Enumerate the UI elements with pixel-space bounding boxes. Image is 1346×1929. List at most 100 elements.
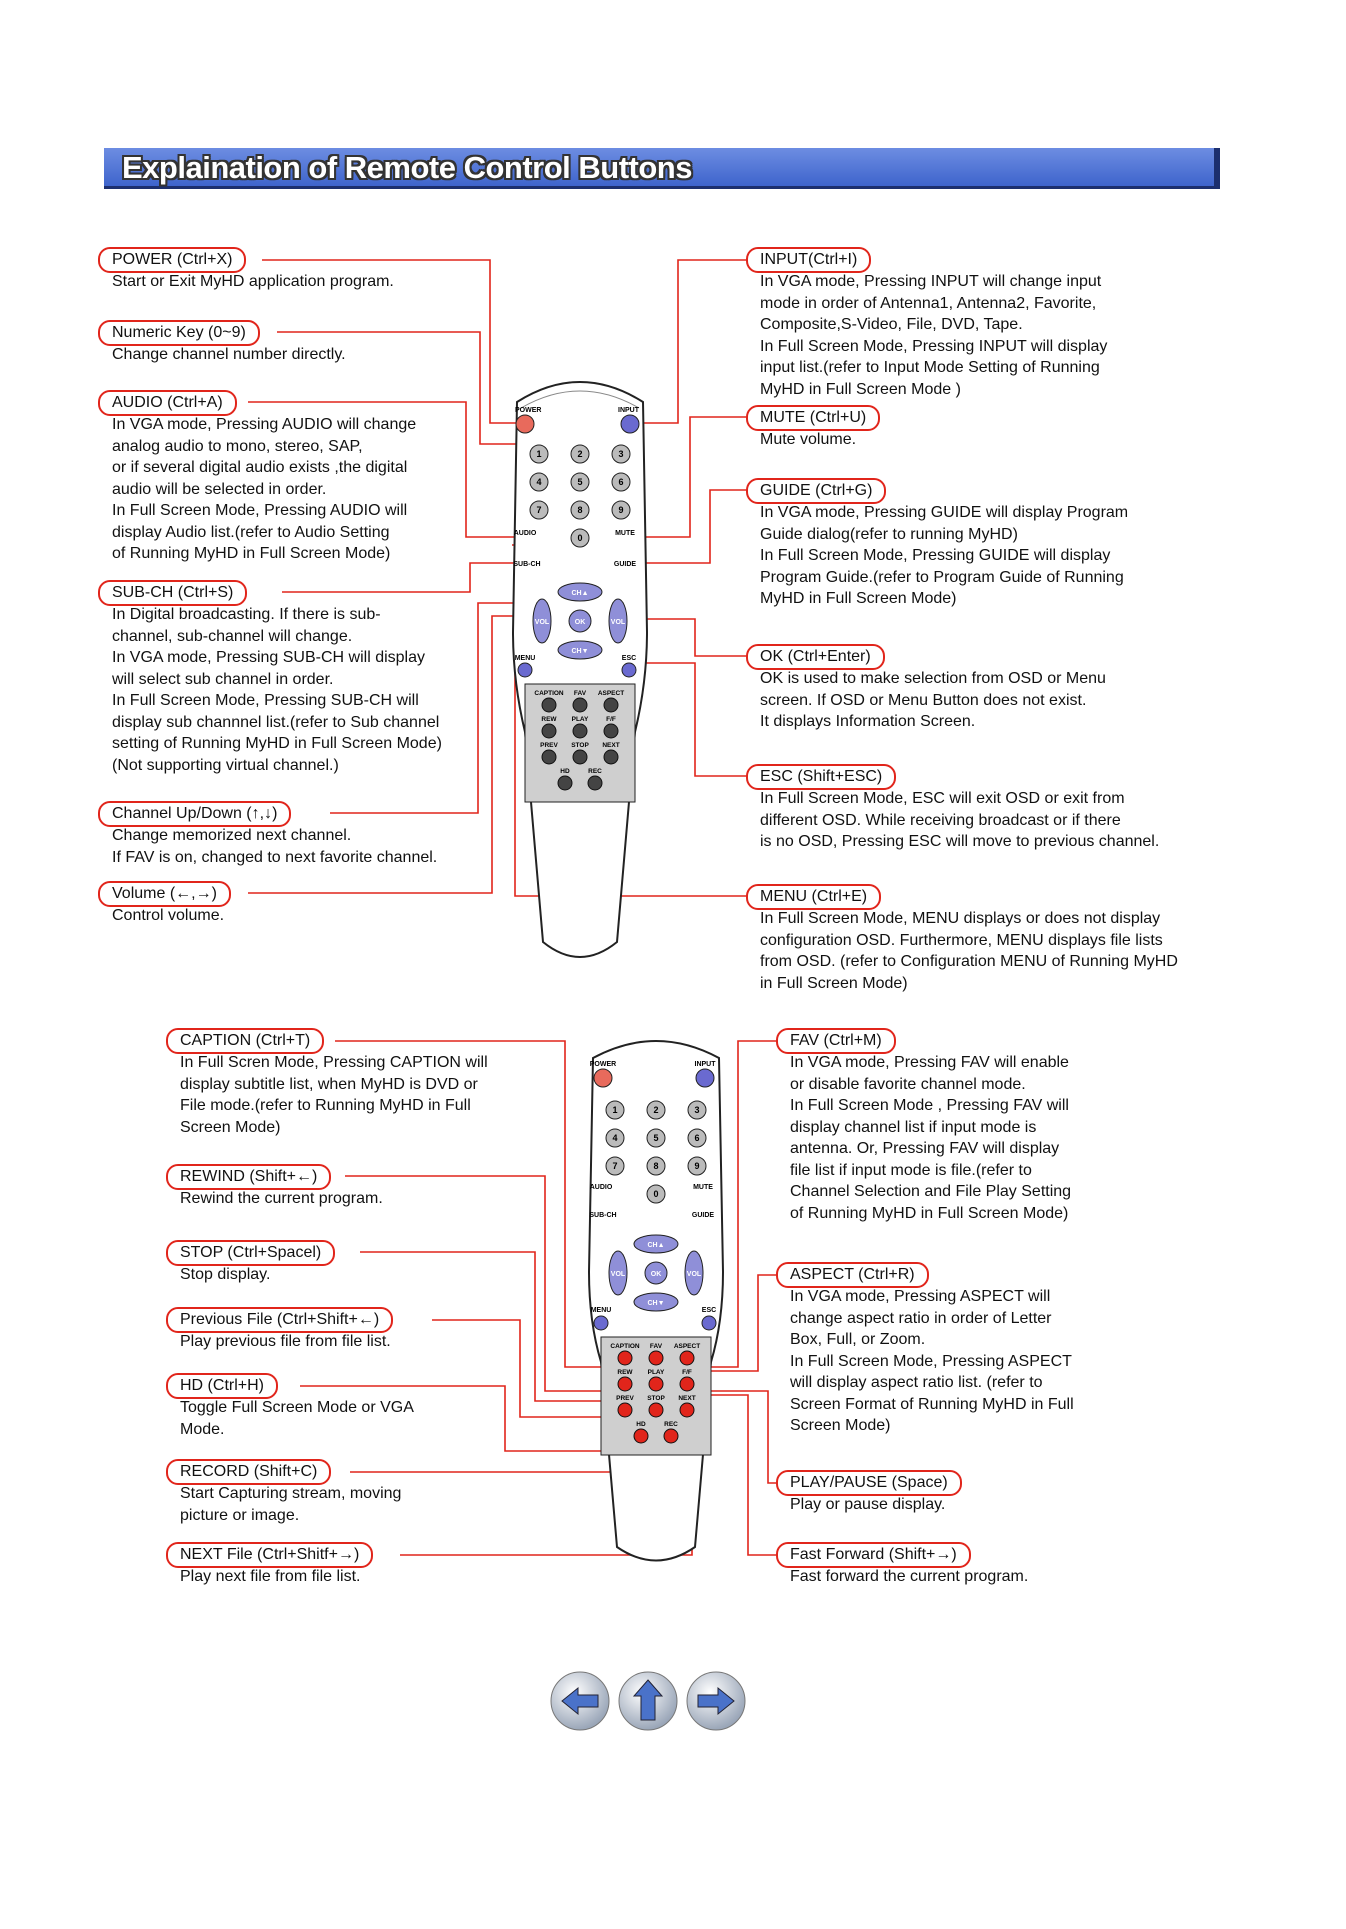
digit-7-button[interactable]: [529, 500, 549, 520]
mute-title: MUTE (Ctrl+U): [746, 405, 881, 431]
digit-1-button-2[interactable]: [605, 1100, 625, 1120]
digit-6-button[interactable]: [611, 472, 631, 492]
digit-0-button[interactable]: [570, 528, 590, 548]
digit-4-button[interactable]: [529, 472, 549, 492]
ch-down-button[interactable]: [557, 640, 603, 660]
previous-file-title: Previous File (Ctrl+Shift+←): [166, 1307, 394, 1333]
subch-title: SUB-CH (Ctrl+S): [98, 580, 248, 606]
digit-2-button[interactable]: [570, 444, 590, 464]
input-label-2: INPUT: [695, 1061, 717, 1068]
forward-arrow-icon[interactable]: [686, 1671, 746, 1731]
play-button-2[interactable]: [648, 1376, 664, 1392]
navigation-buttons: [550, 1671, 746, 1731]
ff-button-2[interactable]: [679, 1376, 695, 1392]
vol-right-button-2[interactable]: [684, 1250, 704, 1296]
digit-8-button-2[interactable]: [646, 1156, 666, 1176]
digit-6-button-2[interactable]: [687, 1128, 707, 1148]
record-title: RECORD (Shift+C): [166, 1459, 332, 1485]
play-button[interactable]: [572, 723, 588, 739]
input-button-2[interactable]: [695, 1068, 715, 1088]
vol-right-button[interactable]: [608, 598, 628, 644]
digit-1-button[interactable]: [529, 444, 549, 464]
menu-label: MENU: [515, 655, 536, 662]
rec-button[interactable]: [587, 775, 603, 791]
numeric-key-title: Numeric Key (0~9): [98, 320, 260, 346]
power-title: POWER (Ctrl+X): [98, 247, 247, 273]
ok-button-2[interactable]: [644, 1261, 668, 1285]
rec-label-2: REC: [664, 1421, 678, 1428]
caption-label: CAPTION: [534, 690, 564, 697]
audio-label: AUDIO: [514, 530, 537, 537]
digit-5-button-2[interactable]: [646, 1128, 666, 1148]
stop-desc: Stop display.: [180, 1266, 271, 1283]
prev-button-2[interactable]: [617, 1402, 633, 1418]
remote-control-2: POWER INPUT 1 2 3 4 5 6 7 8 9 0 AUDIO MU…: [587, 1040, 725, 1562]
hd-label-2: HD: [636, 1421, 646, 1428]
hd-desc: Toggle Full Screen Mode or VGA Mode.: [180, 1399, 414, 1438]
fav-button[interactable]: [572, 697, 588, 713]
subch-label-2: SUB-CH: [589, 1212, 616, 1219]
ch-up-label: CH▲: [571, 590, 588, 597]
power-label: POWER: [515, 407, 541, 414]
digit-4-button-2[interactable]: [605, 1128, 625, 1148]
title-banner: [104, 148, 1220, 189]
rew-button[interactable]: [541, 723, 557, 739]
digit-8-button[interactable]: [570, 500, 590, 520]
volume-desc: Control volume.: [112, 907, 225, 924]
vol-right-label: VOL: [611, 619, 626, 626]
digit-7-text: 7: [536, 505, 541, 515]
input-button[interactable]: [620, 414, 640, 434]
ch-up-label-2: CH▲: [647, 1242, 664, 1249]
digit-7-button-2[interactable]: [605, 1156, 625, 1176]
mute-desc: Mute volume.: [760, 431, 857, 448]
fav-button-2[interactable]: [648, 1350, 664, 1366]
ok-desc: OK is used to make selection from OSD or…: [760, 670, 1106, 730]
vol-left-button-2[interactable]: [608, 1250, 628, 1296]
digit-0-text: 0: [577, 533, 582, 543]
stop-button-2[interactable]: [648, 1402, 664, 1418]
hd-title: HD (Ctrl+H): [166, 1373, 278, 1399]
rew-button-2[interactable]: [617, 1376, 633, 1392]
menu-button[interactable]: [517, 662, 533, 678]
next-file-desc: Play next file from file list.: [180, 1568, 361, 1585]
fav-label: FAV: [574, 690, 587, 697]
digit-3-button[interactable]: [611, 444, 631, 464]
esc-button[interactable]: [621, 662, 637, 678]
vol-left-button[interactable]: [532, 598, 552, 644]
up-arrow-icon[interactable]: [618, 1671, 678, 1731]
esc-button-2[interactable]: [701, 1315, 717, 1331]
ch-up-button[interactable]: [557, 582, 603, 602]
prev-label: PREV: [540, 742, 558, 749]
stop-button[interactable]: [572, 749, 588, 765]
vol-left-label-2: VOL: [611, 1271, 626, 1278]
hd-button-2[interactable]: [633, 1428, 649, 1444]
menu-button-2[interactable]: [593, 1315, 609, 1331]
next-button[interactable]: [603, 749, 619, 765]
ok-button[interactable]: [568, 609, 592, 633]
prev-button[interactable]: [541, 749, 557, 765]
digit-3-button-2[interactable]: [687, 1100, 707, 1120]
caption-button[interactable]: [541, 697, 557, 713]
caption-button-2[interactable]: [617, 1350, 633, 1366]
power-button[interactable]: [515, 414, 535, 434]
page-title: Explaination of Remote Control Buttons: [122, 150, 693, 185]
digit-9-button-2[interactable]: [687, 1156, 707, 1176]
esc-desc: In Full Screen Mode, ESC will exit OSD o…: [760, 790, 1160, 850]
aspect-button-2[interactable]: [679, 1350, 695, 1366]
ff-button[interactable]: [603, 723, 619, 739]
next-button-2[interactable]: [679, 1402, 695, 1418]
aspect-button[interactable]: [603, 697, 619, 713]
rec-button-2[interactable]: [663, 1428, 679, 1444]
digit-0-button-2[interactable]: [646, 1184, 666, 1204]
digit-5-button[interactable]: [570, 472, 590, 492]
rewind-desc: Rewind the current program.: [180, 1190, 383, 1207]
play-label: PLAY: [572, 716, 589, 723]
ch-up-button-2[interactable]: [633, 1234, 679, 1254]
digit-2-button-2[interactable]: [646, 1100, 666, 1120]
hd-button[interactable]: [557, 775, 573, 791]
digit-9-button[interactable]: [611, 500, 631, 520]
power-button-2[interactable]: [593, 1068, 613, 1088]
aspect-title: ASPECT (Ctrl+R): [776, 1262, 929, 1288]
ch-down-button-2[interactable]: [633, 1292, 679, 1312]
back-arrow-icon[interactable]: [550, 1671, 610, 1731]
